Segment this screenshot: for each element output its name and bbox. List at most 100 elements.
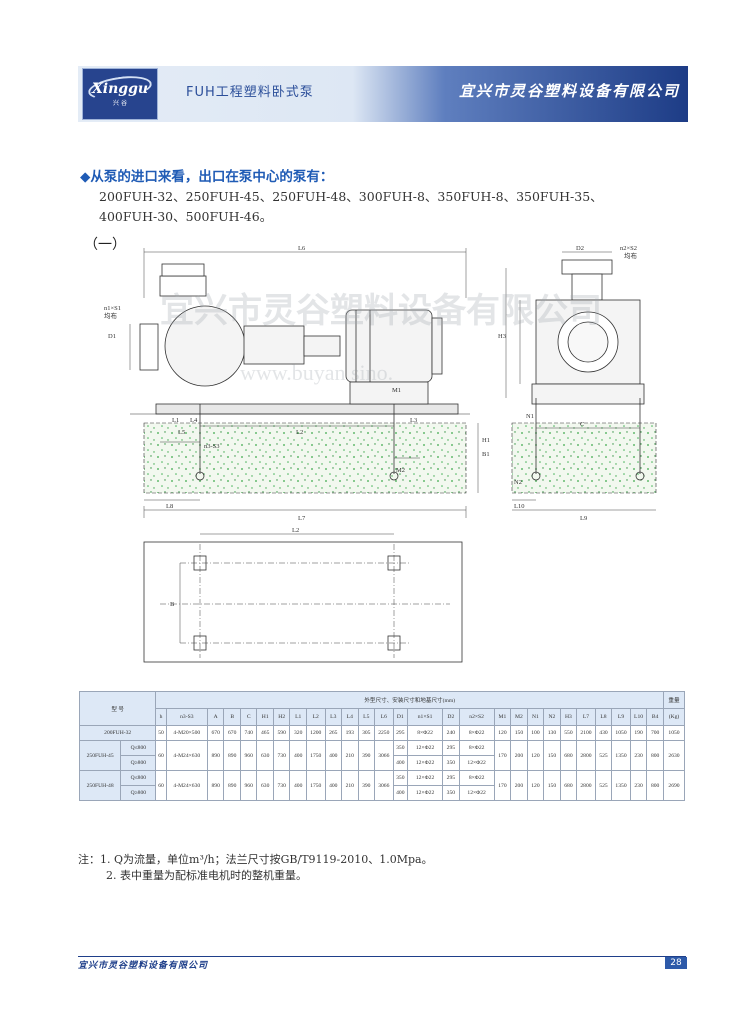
table-cell: 200 — [510, 740, 528, 771]
table-cell: 4-M20×500 — [165, 725, 208, 741]
col-weight: 重量 — [663, 691, 685, 709]
table-cell: 630 — [256, 770, 274, 801]
table-cell: N2 — [543, 708, 561, 726]
dim-label: N1 — [526, 413, 534, 420]
dim-label: 均布 — [104, 311, 118, 320]
dim-label: M2 — [396, 467, 405, 474]
dim-label: L3 — [410, 417, 417, 424]
table-cell: 4-M24×630 — [165, 770, 208, 801]
diagram-label: （一） — [84, 237, 126, 253]
dim-label: H3 — [498, 333, 506, 340]
table-cell: 150 — [543, 740, 561, 771]
table-cell: 400 — [392, 755, 409, 771]
table-cell: 170 — [493, 770, 512, 801]
watermark: 宜兴市灵谷塑料设备有限公司 — [160, 291, 602, 331]
col-group: 外型尺寸、安装尺寸和地基尺寸(mm) — [155, 691, 665, 709]
table-cell: N1 — [526, 708, 545, 726]
page-number: 28 — [665, 957, 687, 969]
table-cell: 700 — [646, 725, 665, 741]
dim-label: L1 — [172, 417, 179, 424]
table-cell: 1050 — [663, 725, 685, 741]
table-cell: 670 — [206, 725, 225, 741]
table-cell: M2 — [510, 708, 528, 726]
table-cell: h — [155, 708, 167, 726]
table-cell: D1 — [392, 708, 409, 726]
table-cell: L10 — [629, 708, 648, 726]
table-cell: 2800 — [576, 770, 596, 801]
table-cell: 12×Φ22 — [458, 755, 495, 771]
table-cell: 1350 — [611, 740, 631, 771]
table-cell: H1 — [256, 708, 274, 726]
table-cell: 193 — [341, 725, 359, 741]
note-2: 2. 表中重量为配标准电机时的整机重量。 — [106, 869, 307, 882]
table-cell: C — [239, 708, 258, 726]
table-cell: 12×Φ22 — [407, 740, 444, 756]
table-cell: 200 — [510, 770, 528, 801]
table-cell: 250FUH-48 — [78, 770, 122, 801]
table-cell: 130 — [543, 725, 561, 741]
table-cell: 120 — [526, 770, 545, 801]
table-cell: 525 — [594, 740, 613, 771]
table-cell: 265 — [324, 725, 343, 741]
table-cell: 120 — [526, 740, 545, 771]
table-cell: 240 — [442, 725, 460, 741]
table-cell: L5 — [357, 708, 376, 726]
table-cell: 150 — [543, 770, 561, 801]
dim-label: C — [580, 421, 584, 428]
dim-label: B — [170, 601, 175, 608]
table-cell: 350 — [392, 770, 409, 786]
table-cell: n2×S2 — [458, 708, 495, 726]
table-cell: B — [223, 708, 241, 726]
end-foundation — [511, 422, 657, 494]
dim-label: L5 — [178, 429, 185, 436]
dim-label: L2 — [292, 527, 299, 534]
table-cell: M1 — [493, 708, 512, 726]
end-dim-labels: D2 n2×S2 均布 H3 C N1 N2 L9 L10 — [498, 245, 638, 522]
table-cell: (Kg) — [663, 708, 685, 726]
table-cell: 590 — [272, 725, 291, 741]
table-cell: 230 — [629, 770, 648, 801]
table-cell: 680 — [559, 770, 578, 801]
table-cell: 400 — [289, 740, 307, 771]
table-cell: L8 — [594, 708, 613, 726]
table-cell: 50 — [155, 725, 167, 741]
side-dimensions — [129, 248, 479, 518]
table-cell: 390 — [357, 740, 376, 771]
page-title: FUH工程塑料卧式泵 — [186, 85, 314, 100]
table-cell: 170 — [493, 740, 512, 771]
table-cell: 1050 — [611, 725, 631, 741]
dim-label: M1 — [392, 387, 401, 394]
table-cell: 190 — [629, 725, 648, 741]
table-cell: 350 — [442, 755, 460, 771]
table-cell: n3-S3 — [165, 708, 208, 726]
table-cell: L2 — [305, 708, 326, 726]
table-cell: 8×Φ22 — [458, 740, 495, 756]
dim-label: n2×S2 — [620, 245, 637, 252]
plan-foundation — [143, 541, 463, 663]
note-1: 注：1. Q为流量，单位m³/h；法兰尺寸按GB/T9119-2010、1.0M… — [78, 853, 433, 866]
end-view-pump — [531, 259, 645, 405]
footer-divider — [78, 956, 686, 957]
table-cell: 1200 — [305, 725, 326, 741]
table-cell: 350 — [392, 740, 409, 756]
dim-label: B1 — [482, 451, 490, 458]
table-cell: 1750 — [305, 740, 326, 771]
table-cell: 2800 — [576, 740, 596, 771]
table-cell: 890 — [223, 770, 241, 801]
table-cell: A — [206, 708, 225, 726]
table-cell: 3066 — [374, 740, 394, 771]
table-cell: 8×Φ22 — [458, 770, 495, 786]
table-cell: H2 — [272, 708, 291, 726]
dim-label: L2 — [296, 429, 303, 436]
dim-label: D2 — [576, 245, 584, 252]
table-header-row: 型 号 外型尺寸、安装尺寸和地基尺寸(mm) 重量 — [78, 691, 685, 726]
table-cell: 670 — [223, 725, 241, 741]
watermark-url: www.buyan sino. — [240, 360, 393, 385]
table-cell: L1 — [289, 708, 307, 726]
table-cell: 800 — [646, 770, 665, 801]
pump-installation-drawing: L6 L7 L8 L1 L2 L3 L4 L5 B1 H1 D1 n1×S1 M… — [104, 245, 657, 663]
